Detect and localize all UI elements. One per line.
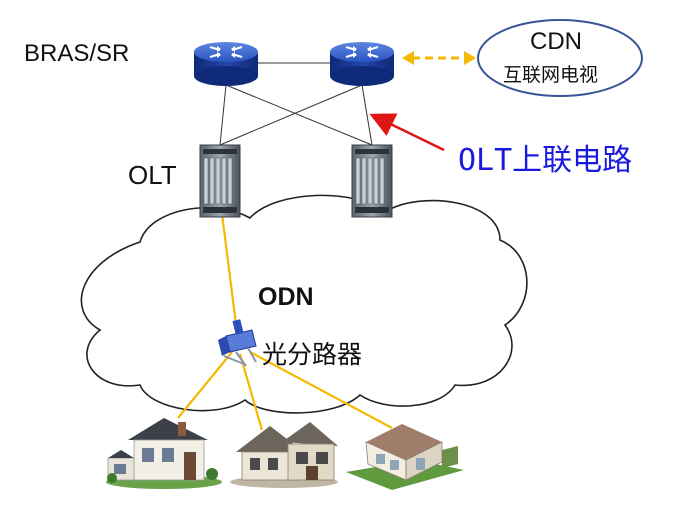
fiber-links (177, 213, 393, 431)
odn-cloud (80, 194, 528, 414)
link-r1-olt1 (219, 84, 227, 146)
mesh-links (219, 62, 373, 146)
house-icon-3 (346, 424, 464, 490)
fiber-to-house-1 (177, 351, 233, 419)
olt-uplink-label: OLT上联电路 (458, 143, 633, 178)
router-icon-right (328, 40, 396, 88)
olt-label: OLT (128, 160, 177, 190)
odn-label: ODN (258, 283, 314, 311)
router-icon-left (192, 40, 260, 88)
cdn-link (402, 51, 476, 65)
uplink-arrow (369, 113, 445, 152)
fiber-to-house-2 (238, 353, 264, 431)
cdn-label: CDN (530, 28, 582, 55)
cdn-ellipse (477, 19, 643, 97)
house-icon-2 (230, 422, 338, 488)
optical-splitter-icon (218, 319, 257, 367)
olt-rack-icon-right (351, 144, 393, 218)
link-r2-olt2 (361, 84, 373, 146)
fiber-to-house-3 (249, 351, 393, 429)
link-r1-olt2 (225, 84, 373, 146)
splitter-label: 光分路器 (262, 340, 363, 369)
fiber-olt-to-splitter (220, 213, 240, 341)
olt-rack-icon-left (199, 144, 241, 218)
cdn-subtitle: 互联网电视 (503, 64, 599, 86)
house-icon-1 (106, 418, 222, 489)
link-r2-olt1 (219, 84, 363, 146)
bras-sr-label: BRAS/SR (24, 40, 130, 67)
